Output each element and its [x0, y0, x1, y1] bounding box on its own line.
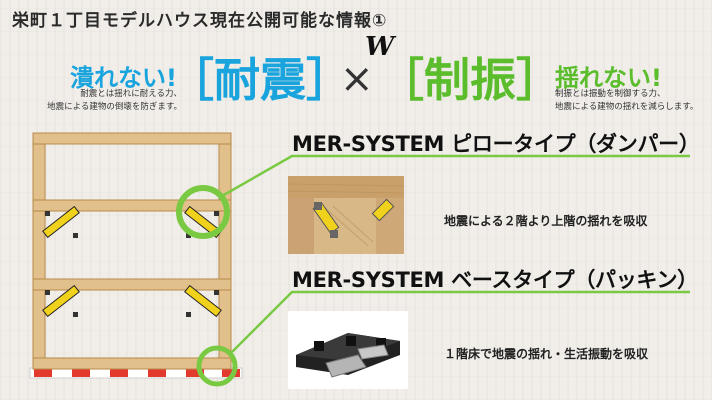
page-title: 栄町１丁目モデルハウス現在公開可能な情報① [12, 11, 388, 31]
damper-braces [42, 205, 222, 318]
left-description-line-1: 耐震とは揺れに耐える力、 [80, 89, 182, 99]
vibration-control-word: ［制振］ [378, 53, 562, 107]
right-description-line-1: 制振とは振動を制御する力、 [555, 89, 666, 99]
damper-highlight-circle [176, 185, 230, 239]
product-title-base-type: MER-SYSTEM ベースタイプ（パッキン） [292, 268, 698, 292]
left-description: 耐震とは揺れに耐える力、 地震による建物の倒壊を防ぎます。 [22, 88, 182, 114]
w-logo-icon: W [365, 32, 395, 62]
right-catchphrase: 揺れない! [555, 64, 662, 92]
wooden-frame [32, 132, 232, 370]
left-catchphrase: 潰れない! [70, 64, 177, 92]
product-caption-pillow-type: 地震による２階より上階の揺れを吸収 [444, 214, 648, 228]
seismic-resistance-word: ［耐震］ [168, 53, 352, 107]
right-description: 制振とは振動を制御する力、 地震による建物の揺れを減らします。 [555, 88, 698, 114]
product-caption-base-type: １階床で地震の揺れ・生活振動を吸収 [444, 347, 649, 361]
damper-brackets [45, 211, 219, 317]
product-title-pillow-type: MER-SYSTEM ピロータイプ（ダンパー） [292, 132, 700, 156]
packing-photo [288, 311, 408, 389]
base-callout-line [231, 290, 690, 353]
times-symbol: × [340, 56, 374, 102]
base-highlight-circle [196, 345, 238, 387]
left-description-line-2: 地震による建物の倒壊を防ぎます。 [47, 102, 182, 112]
damper-photo [288, 176, 404, 254]
damper-callout-line [221, 154, 690, 198]
right-description-line-2: 地震による建物の揺れを減らします。 [555, 102, 699, 112]
